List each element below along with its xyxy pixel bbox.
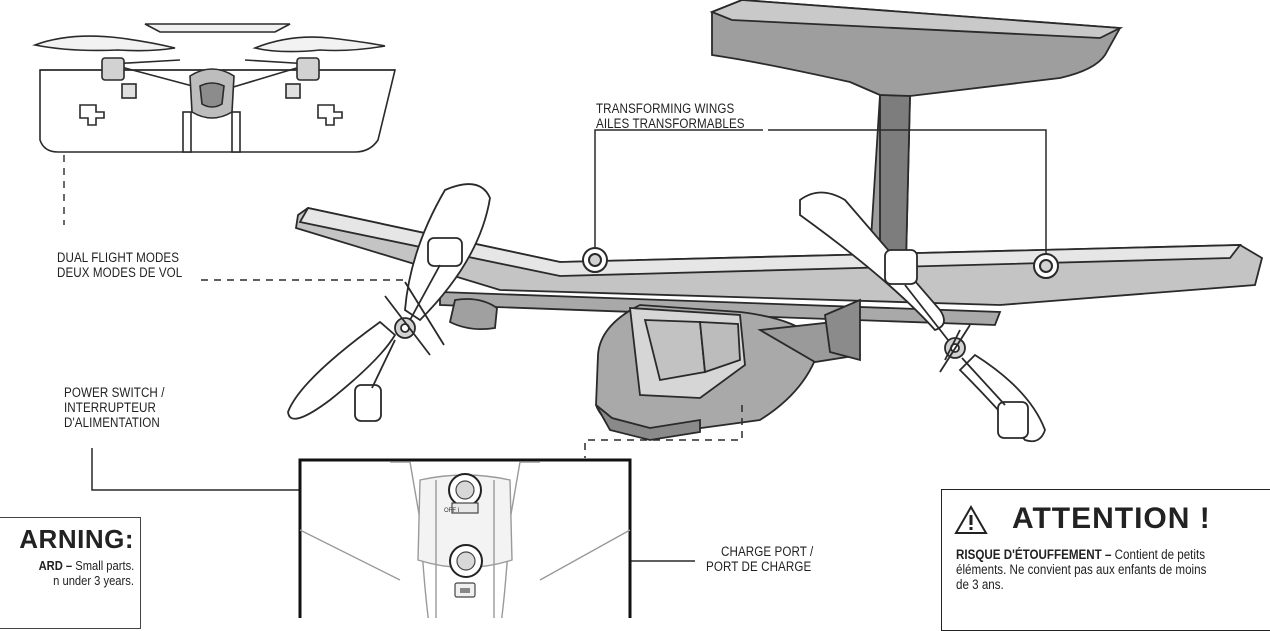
label-dual-flight-fr: DEUX MODES DE VOL bbox=[57, 265, 183, 280]
label-charge-port-2: PORT DE CHARGE bbox=[706, 559, 812, 574]
label-transforming-wings-en: TRANSFORMING WINGS bbox=[596, 101, 735, 116]
warning-heading-en: ARNING: bbox=[19, 524, 134, 554]
bottom-view-inset: OFF I bbox=[298, 458, 632, 618]
warning-line1-rest-fr: Contient de petits bbox=[1111, 547, 1206, 562]
quad-mode-drone bbox=[32, 23, 397, 153]
right-propeller bbox=[799, 191, 1046, 443]
power-switch bbox=[451, 502, 479, 514]
warning-line1-fr: RISQUE D'ÉTOUFFEMENT – Contient de petit… bbox=[956, 547, 1205, 562]
warning-line2-fr: éléments. Ne convient pas aux enfants de… bbox=[956, 562, 1207, 577]
warning-box-en: ARNING: ARD – Small parts. n under 3 yea… bbox=[0, 517, 141, 629]
warning-heading-fr: ATTENTION ! bbox=[1012, 502, 1211, 535]
warning-triangle-icon bbox=[954, 505, 988, 534]
switch-marks: OFF I bbox=[444, 508, 460, 514]
left-propeller bbox=[287, 183, 498, 422]
warning-hazard-label-en: ARD – bbox=[38, 558, 72, 573]
label-power-switch-3: D'ALIMENTATION bbox=[64, 415, 160, 430]
warning-line1-rest-en: Small parts. bbox=[71, 558, 134, 573]
fuselage bbox=[595, 298, 862, 441]
callout-rings bbox=[582, 247, 1059, 279]
warning-line2-en: n under 3 years. bbox=[53, 573, 134, 588]
warning-line3-fr: de 3 ans. bbox=[956, 577, 1004, 592]
warning-hazard-label-fr: RISQUE D'ÉTOUFFEMENT – bbox=[956, 547, 1112, 562]
label-dual-flight-en: DUAL FLIGHT MODES bbox=[57, 250, 180, 265]
warning-box-fr: ATTENTION ! RISQUE D'ÉTOUFFEMENT – Conti… bbox=[941, 489, 1270, 631]
warning-line1-en: ARD – Small parts. bbox=[38, 558, 134, 573]
label-charge-port-1: CHARGE PORT / bbox=[721, 544, 814, 559]
label-transforming-wings-fr: AILES TRANSFORMABLES bbox=[596, 116, 745, 131]
label-power-switch-2: INTERRUPTEUR bbox=[64, 400, 156, 415]
label-power-switch-1: POWER SWITCH / bbox=[64, 385, 165, 400]
tail-assembly bbox=[709, 0, 1124, 264]
drone-illustration: OFF I bbox=[32, 0, 1264, 618]
